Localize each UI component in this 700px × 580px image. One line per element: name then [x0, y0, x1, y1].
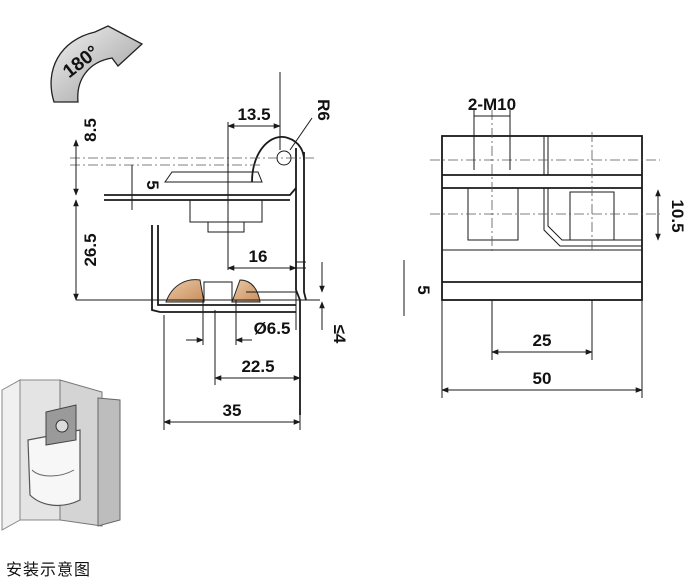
side-view: 8.5 26.5 13.5 R6 5 16 Ø6.5 ≤4 22.5 35: [70, 72, 349, 430]
dim-flange: 5: [143, 180, 162, 189]
dim-hole-offset: 22.5: [241, 357, 274, 376]
dim-thickness: ≤4: [330, 325, 349, 344]
dim-pitch: 13.5: [237, 105, 270, 124]
installation-illustration: [1, 379, 121, 531]
dim-slot: 10.5: [668, 199, 687, 232]
rotation-arrow-icon: 180°: [50, 25, 144, 103]
dim-total: 35: [223, 401, 242, 420]
dim-top-offset: 8.5: [81, 118, 100, 142]
dim-hole: Ø6.5: [254, 319, 291, 338]
dim-nut-width: 16: [249, 247, 268, 266]
dim-width: 50: [533, 369, 552, 388]
front-view: 2-M10 10.5 5 25 50: [403, 95, 687, 398]
dim-radius: R6: [314, 99, 333, 121]
thread-spec: 2-M10: [468, 95, 516, 114]
dim-base: 5: [414, 285, 433, 294]
dim-spacing: 25: [533, 331, 552, 350]
caption: 安装示意图: [6, 560, 92, 579]
dim-height: 26.5: [81, 233, 100, 266]
